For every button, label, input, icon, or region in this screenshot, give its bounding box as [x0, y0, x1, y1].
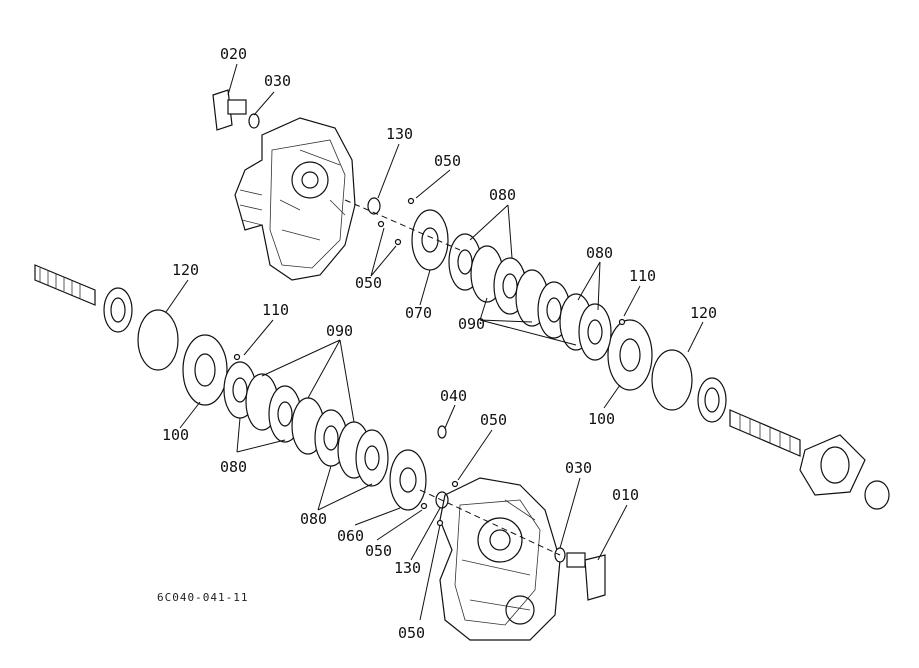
label-050-upper-left: 050 [355, 274, 383, 292]
label-010: 010 [612, 486, 640, 504]
label-090-lower: 090 [326, 322, 354, 340]
ring-130-lower [435, 491, 449, 509]
label-080-lower: 080 [300, 510, 328, 528]
flange-010 [554, 547, 606, 601]
label-050-bottom: 050 [398, 624, 426, 642]
label-080-lower-left: 080 [220, 458, 248, 476]
ring-130-upper [367, 197, 381, 215]
hub-060 [389, 449, 427, 511]
label-040: 040 [440, 387, 468, 405]
label-080-right: 080 [586, 244, 614, 262]
ball-050-f [436, 519, 444, 527]
label-090-upper: 090 [458, 315, 486, 333]
piston-100-right [607, 319, 653, 391]
label-020: 020 [220, 45, 248, 63]
ball-110-a [233, 353, 241, 361]
label-080-top: 080 [489, 186, 517, 204]
right-shaft [697, 377, 890, 510]
label-030-top: 030 [264, 72, 292, 90]
plate-070 [411, 209, 449, 271]
label-100-left: 100 [162, 426, 190, 444]
ring-040 [437, 425, 447, 439]
label-070: 070 [405, 304, 433, 322]
label-120-left: 120 [172, 261, 200, 279]
flange-020 [212, 89, 260, 131]
leader-lines [165, 63, 704, 621]
upper-clutch-stack [448, 233, 612, 361]
drawing-code: 6C040-041-11 [157, 591, 249, 604]
upper-housing [234, 117, 356, 281]
snap-ring-120-right [651, 349, 693, 411]
label-130-lower: 130 [394, 559, 422, 577]
snap-ring-120-left [137, 309, 179, 371]
label-110-right: 110 [629, 267, 657, 285]
piston-100-left [182, 334, 228, 406]
ball-110-b [618, 318, 626, 326]
label-100-right: 100 [588, 410, 616, 428]
label-050-lower: 050 [480, 411, 508, 429]
ball-050-d [451, 480, 459, 488]
lower-clutch-stack [223, 361, 389, 487]
ball-050-b [377, 220, 385, 228]
label-060: 060 [337, 527, 365, 545]
label-120-right: 120 [690, 304, 718, 322]
label-110-left: 110 [262, 301, 290, 319]
left-shaft [34, 264, 133, 333]
lower-housing [439, 477, 561, 641]
ball-050-e [420, 502, 428, 510]
ball-050-c [394, 238, 402, 246]
label-030-lower: 030 [565, 459, 593, 477]
label-050-lower-left: 050 [365, 542, 393, 560]
label-050-top: 050 [434, 152, 462, 170]
label-130-top: 130 [386, 125, 414, 143]
ball-050-a [407, 197, 415, 205]
